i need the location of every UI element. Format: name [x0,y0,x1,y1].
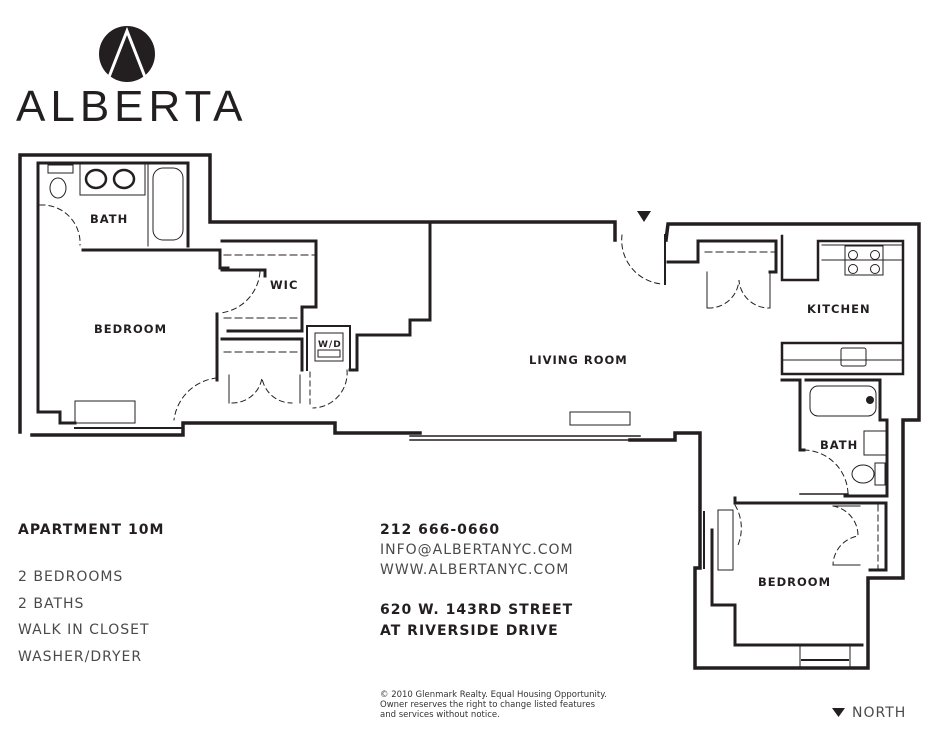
room-label-living-room: LIVING ROOM [529,353,628,367]
entry-marker-icon [637,211,651,222]
room-label-bath-2: BATH [820,438,858,452]
room-label-bedroom-2: BEDROOM [758,575,831,589]
alberta-logo-icon [99,26,155,82]
legal-line: © 2010 Glenmark Realty. Equal Housing Op… [380,690,607,700]
north-triangle-icon [832,708,845,717]
legal-line: Owner reserves the right to change liste… [380,700,596,710]
phone-number: 212 666-0660 [380,522,501,538]
room-label-bath: BATH [90,212,128,226]
address-line-2: AT RIVERSIDE DRIVE [380,623,559,639]
brand-name: ALBERTA [16,82,248,131]
feature-item: WASHER/DRYER [18,649,143,665]
feature-item: 2 BATHS [18,596,85,612]
outer-wall [30,421,422,437]
address-line-1: 620 W. 143RD STREET [380,602,574,618]
email-link[interactable]: INFO@ALBERTANYC.COM [380,542,574,558]
room-label-wic: WIC [270,278,298,292]
outer-wall [18,153,617,434]
outer-wall [628,222,921,670]
legal-line: and services without notice. [380,710,500,720]
feature-item: WALK IN CLOSET [18,622,150,638]
legal-notice: © 2010 Glenmark Realty. Equal Housing Op… [380,690,650,720]
room-label-wd: W/D [318,340,342,350]
room-label-bedroom: BEDROOM [94,322,167,336]
room-label-kitchen: KITCHEN [807,302,871,316]
feature-item: 2 BEDROOMS [18,569,124,585]
north-label: NORTH [852,705,907,721]
apartment-title: APARTMENT 10M [18,522,165,538]
website-link[interactable]: WWW.ALBERTANYC.COM [380,562,570,578]
